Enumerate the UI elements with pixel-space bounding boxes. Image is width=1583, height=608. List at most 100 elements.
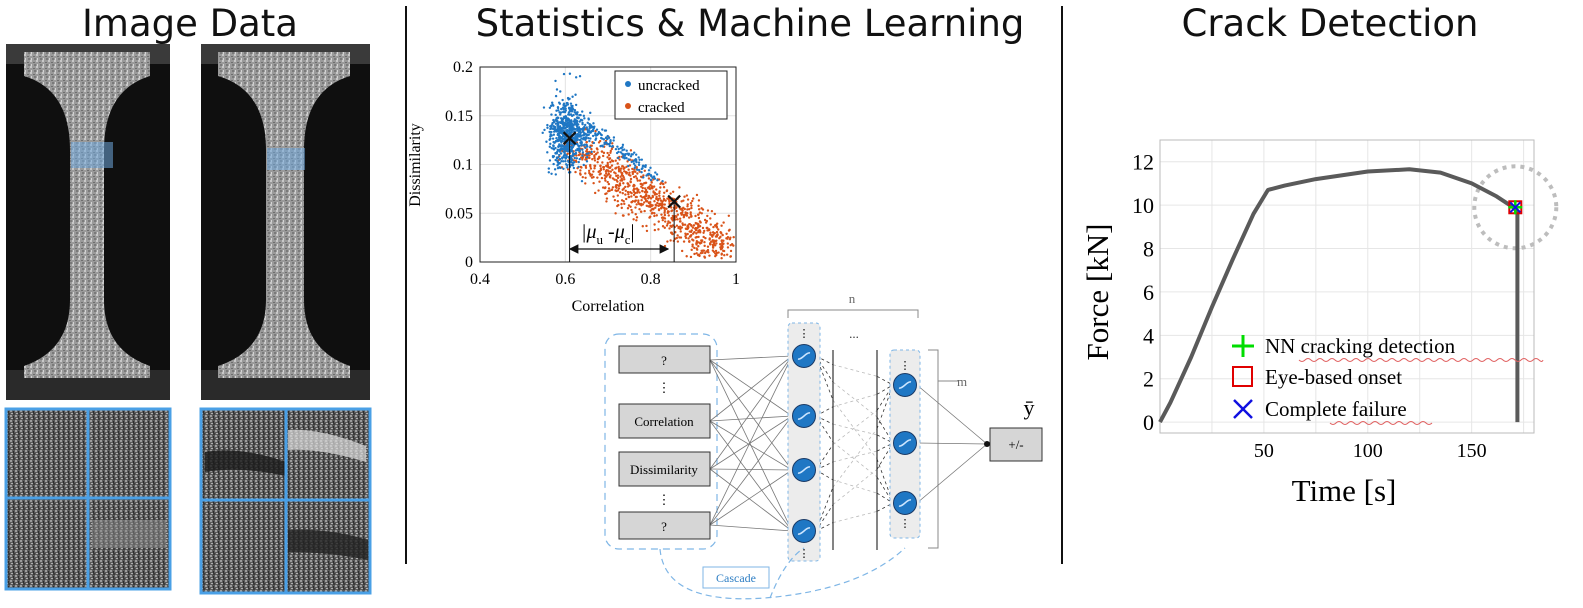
sigmoid-icon bbox=[898, 499, 912, 507]
cracked-point bbox=[669, 224, 672, 228]
uncracked-point bbox=[586, 128, 589, 131]
cracked-point bbox=[635, 177, 639, 180]
uncracked-point bbox=[547, 171, 551, 174]
uncracked-point bbox=[593, 125, 596, 128]
uncracked-point bbox=[555, 137, 558, 140]
uncracked-point bbox=[626, 152, 629, 155]
cracked-point bbox=[702, 235, 705, 239]
cracked-point bbox=[664, 199, 667, 202]
cracked-point bbox=[668, 227, 671, 230]
cracked-point bbox=[669, 192, 672, 195]
uncracked-point bbox=[550, 127, 553, 130]
cracked-point bbox=[703, 256, 707, 259]
uncracked-point bbox=[568, 129, 571, 133]
cracked-point bbox=[617, 169, 621, 172]
uncracked-point bbox=[637, 156, 640, 159]
cracked-point bbox=[617, 184, 621, 188]
uncracked-point bbox=[589, 111, 592, 115]
cracked-point bbox=[663, 211, 666, 215]
legend-nn-marker bbox=[1232, 335, 1254, 357]
cracked-point bbox=[679, 227, 682, 231]
uncracked-point bbox=[573, 156, 576, 160]
uncracked-point bbox=[614, 147, 618, 151]
uncracked-point bbox=[603, 129, 607, 132]
cracked-point bbox=[666, 240, 669, 243]
uncracked-point bbox=[628, 158, 631, 161]
cracked-point bbox=[714, 249, 718, 253]
cracked-point bbox=[627, 213, 630, 216]
uncracked-point bbox=[570, 131, 573, 134]
cracked-point bbox=[723, 254, 726, 257]
cracked-point bbox=[661, 225, 665, 228]
uncracked-point bbox=[594, 137, 598, 140]
uncracked-point bbox=[552, 145, 555, 148]
cracked-point bbox=[635, 203, 638, 206]
uncracked-point bbox=[556, 124, 559, 127]
cracked-point bbox=[721, 233, 724, 237]
cracked-point bbox=[665, 207, 668, 210]
cracked-point bbox=[656, 201, 659, 205]
cracked-point bbox=[647, 201, 651, 205]
uncracked-point bbox=[633, 151, 636, 154]
cracked-point bbox=[645, 194, 648, 198]
uncracked-point bbox=[565, 163, 568, 166]
nn-layer-ellipsis: ⋮ bbox=[799, 548, 810, 560]
cracked-point bbox=[580, 166, 583, 169]
uncracked-point bbox=[549, 142, 552, 146]
sigmoid-icon bbox=[898, 381, 912, 389]
cracked-point bbox=[726, 242, 729, 245]
nn-layer-ellipsis: ⋮ bbox=[799, 328, 810, 340]
cracked-point bbox=[630, 208, 633, 212]
specimen-image-uncracked bbox=[6, 44, 170, 400]
uncracked-point bbox=[549, 137, 552, 141]
cracked-point bbox=[634, 212, 637, 216]
uncracked-point bbox=[635, 160, 638, 164]
cracked-point bbox=[607, 182, 611, 186]
uncracked-point bbox=[638, 158, 641, 162]
cracked-point bbox=[685, 194, 689, 197]
cracked-point bbox=[632, 183, 636, 187]
sigmoid-icon bbox=[797, 466, 811, 474]
cracked-point bbox=[622, 214, 625, 217]
cracked-point bbox=[712, 240, 715, 244]
uncracked-point bbox=[580, 119, 583, 122]
cracked-point bbox=[646, 186, 650, 189]
cracked-point bbox=[722, 249, 726, 253]
left-divider bbox=[405, 6, 407, 564]
cracked-point bbox=[697, 224, 700, 227]
cracked-point bbox=[653, 193, 657, 196]
cracked-point bbox=[732, 235, 735, 239]
cracked-point bbox=[688, 240, 691, 243]
uncracked-point bbox=[574, 149, 578, 152]
cracked-point bbox=[657, 208, 661, 212]
scatter-ytick-label: 0.15 bbox=[445, 108, 473, 125]
cracked-point bbox=[689, 202, 693, 205]
cracked-point bbox=[606, 164, 610, 168]
cracked-point bbox=[697, 199, 701, 202]
uncracked-point bbox=[581, 151, 585, 154]
cracked-point bbox=[653, 228, 657, 232]
uncracked-point bbox=[634, 153, 638, 156]
cracked-point bbox=[630, 191, 633, 195]
uncracked-point bbox=[569, 102, 573, 105]
cracked-point bbox=[590, 147, 593, 151]
cracked-point bbox=[695, 193, 699, 197]
legend-cracked-label: cracked bbox=[638, 100, 685, 116]
output-symbol: ȳ bbox=[1024, 395, 1035, 420]
uncracked-point bbox=[591, 129, 595, 133]
cracked-point bbox=[579, 169, 582, 172]
cascade-connection bbox=[659, 547, 906, 600]
uncracked-point bbox=[587, 137, 590, 140]
cracked-point bbox=[590, 176, 594, 179]
cracked-point bbox=[609, 160, 612, 164]
cracked-point bbox=[674, 204, 677, 207]
cracked-point bbox=[651, 211, 654, 214]
cracked-point bbox=[584, 176, 587, 180]
uncracked-point bbox=[644, 165, 647, 169]
cracked-point bbox=[655, 197, 658, 201]
uncracked-point bbox=[582, 130, 585, 134]
cracked-point bbox=[607, 187, 611, 190]
uncracked-point bbox=[569, 106, 573, 110]
cracked-point bbox=[690, 215, 693, 218]
cracked-point bbox=[717, 251, 720, 254]
